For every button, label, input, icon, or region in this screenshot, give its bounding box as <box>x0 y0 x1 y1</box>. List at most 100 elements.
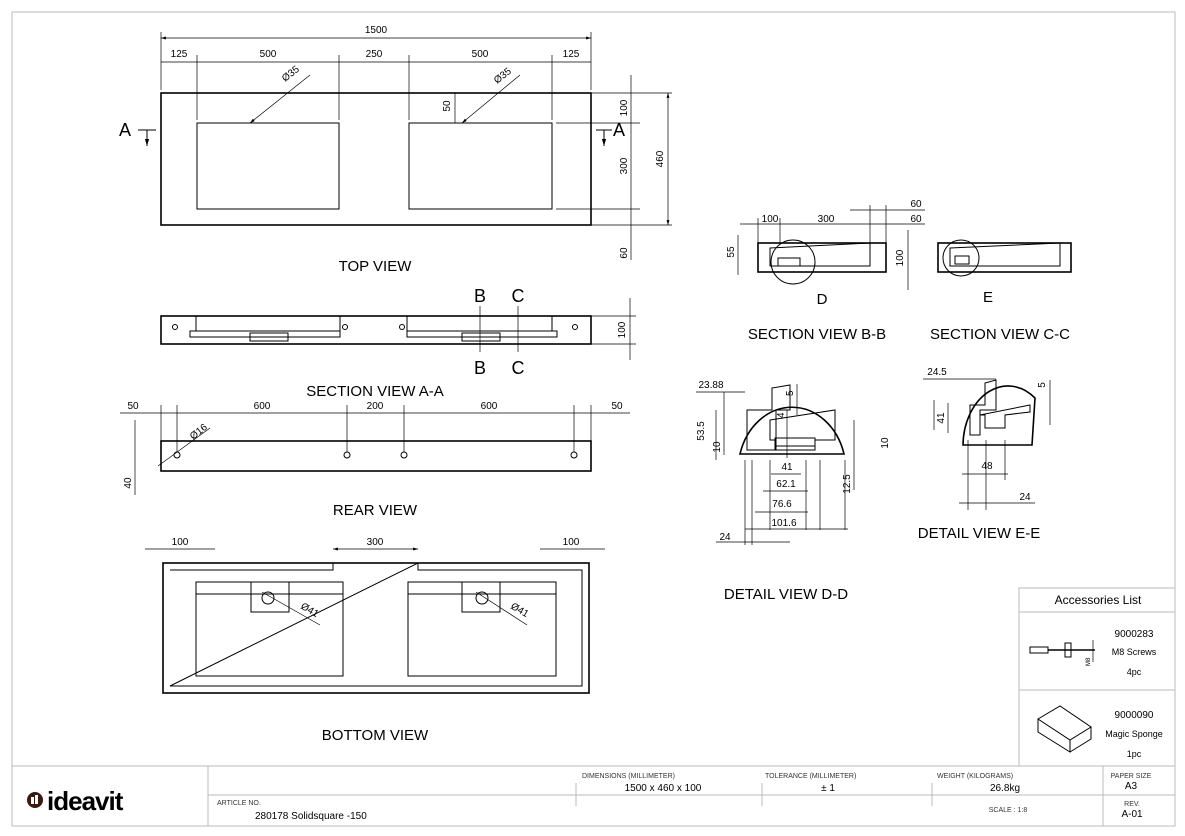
section-marker-b: B <box>474 358 486 378</box>
rev-label: REV. <box>1124 801 1140 808</box>
dim: 125 <box>563 49 580 60</box>
ideavit-logo: ideavit <box>27 786 125 816</box>
title-block: ideavit ARTICLE NO. 280178 Solidsquare -… <box>12 765 1175 826</box>
dim: 100 <box>172 537 189 548</box>
section-marker-c: C <box>512 358 525 378</box>
drawing-frame <box>11 11 1176 827</box>
accessory-name: Magic Sponge <box>1105 729 1163 739</box>
hole-dim: Ø35 <box>280 64 302 85</box>
detail-view-e-e: 24.5 5 41 48 24 DETAIL VIEW E-E <box>918 367 1051 542</box>
weight-value: 26.8kg <box>990 783 1020 794</box>
view-title: SECTION VIEW C-C <box>930 326 1070 343</box>
dim: 101.6 <box>771 518 796 529</box>
accessories-title: Accessories List <box>1055 593 1142 607</box>
tolerance-label: TOLERANCE (MILLIMETER) <box>765 773 856 780</box>
article-label: ARTICLE NO. <box>217 800 261 807</box>
accessory-qty: 1pc <box>1127 749 1142 759</box>
dim: 125 <box>171 49 188 60</box>
dim: 500 <box>260 49 277 60</box>
detail-view-d-d: 23.88 5 53.5 10 4 41 62.1 76.6 101.6 24 … <box>696 380 891 603</box>
section-view-a-a: B C B C 100 SECTION VIEW A-A <box>160 286 636 400</box>
accessories-list: Accessories List M8 9000283 M8 Screws 4p… <box>1018 587 1176 767</box>
dim: 48 <box>981 461 993 472</box>
view-title: BOTTOM VIEW <box>322 727 429 744</box>
view-title: REAR VIEW <box>333 502 418 519</box>
dim: 300 <box>619 157 630 174</box>
dim: 5 <box>785 390 796 396</box>
accessory-qty: 4pc <box>1127 667 1142 677</box>
dim: 60 <box>619 247 630 259</box>
section-marker-c: C <box>512 286 525 306</box>
top-view: 1500 125 500 250 500 125 Ø35 Ø35 50 100 … <box>119 25 672 275</box>
view-title: DETAIL VIEW E-E <box>918 525 1041 542</box>
dim: 500 <box>472 49 489 60</box>
dim: 10 <box>712 441 723 453</box>
revision: A-01 <box>1121 809 1143 820</box>
dim: 41 <box>936 412 947 424</box>
paper-size-label: PAPER SIZE <box>1111 773 1152 780</box>
section-marker-a: A <box>613 120 625 140</box>
dim: 62.1 <box>776 479 796 490</box>
dim: 76.6 <box>772 499 792 510</box>
bottom-view: Ø41 Ø41 100 300 100 BOTTOM VIEW <box>145 537 605 744</box>
hole-dim: Ø16 <box>188 422 210 443</box>
dim: 100 <box>563 537 580 548</box>
article-number: 280178 Solidsquare -150 <box>255 811 367 822</box>
dim: 60 <box>910 214 922 225</box>
dim: 100 <box>619 99 630 116</box>
weight-label: WEIGHT (KILOGRAMS) <box>937 773 1013 780</box>
dim: 100 <box>895 249 906 266</box>
dim: 300 <box>367 537 384 548</box>
rear-view: 50 600 200 600 50 Ø16 40 REAR VIEW <box>120 401 630 519</box>
dim: 24 <box>719 532 731 543</box>
hole-dim: Ø41 <box>509 601 531 620</box>
accessory-code: 9000283 <box>1115 629 1154 640</box>
dimensions-label: DIMENSIONS (MILLIMETER) <box>582 773 675 780</box>
dim: 4 <box>776 412 787 418</box>
dim: 100 <box>617 321 628 338</box>
dim: 41 <box>781 462 793 473</box>
dim: 200 <box>367 401 384 412</box>
section-marker-b: B <box>474 286 486 306</box>
dimensions-value: 1500 x 460 x 100 <box>625 783 702 794</box>
view-title: DETAIL VIEW D-D <box>724 586 848 603</box>
dim: 250 <box>366 49 383 60</box>
tolerance-value: ± 1 <box>821 783 835 794</box>
dim: 55 <box>726 246 737 258</box>
view-title: TOP VIEW <box>339 258 413 275</box>
dim: 50 <box>127 401 139 412</box>
dim: 53.5 <box>696 421 707 441</box>
screw-size: M8 <box>1086 657 1092 666</box>
scale: SCALE : 1:8 <box>989 807 1028 814</box>
section-view-c-c: E SECTION VIEW C-C <box>930 239 1072 343</box>
accessory-name: M8 Screws <box>1112 647 1157 657</box>
dim: 100 <box>762 214 779 225</box>
view-title: SECTION VIEW A-A <box>306 383 444 400</box>
dim: 24 <box>1019 492 1031 503</box>
dim: 50 <box>442 100 453 112</box>
dim: 10 <box>880 437 891 449</box>
dim: 5 <box>1037 382 1048 388</box>
detail-marker-e: E <box>983 289 993 306</box>
dim-depth: 460 <box>655 150 666 167</box>
dim: 50 <box>611 401 623 412</box>
section-marker-a: A <box>119 120 131 140</box>
paper-size: A3 <box>1125 781 1138 792</box>
dim: 600 <box>254 401 271 412</box>
dim: 40 <box>123 477 134 489</box>
logo-text: ideavit <box>47 786 124 816</box>
screw-icon: M8 <box>1029 640 1095 666</box>
dim: 60 <box>910 199 922 210</box>
detail-marker-d: D <box>817 291 828 308</box>
accessory-code: 9000090 <box>1115 710 1154 721</box>
dim: 23.88 <box>698 380 723 391</box>
view-title: SECTION VIEW B-B <box>748 326 886 343</box>
hole-dim: Ø41 <box>299 601 321 620</box>
dim: 12.5 <box>842 474 853 494</box>
dim: 300 <box>818 214 835 225</box>
dim-overall-width: 1500 <box>365 25 388 36</box>
sponge-icon <box>1037 705 1092 753</box>
dim: 600 <box>481 401 498 412</box>
dim: 24.5 <box>927 367 947 378</box>
